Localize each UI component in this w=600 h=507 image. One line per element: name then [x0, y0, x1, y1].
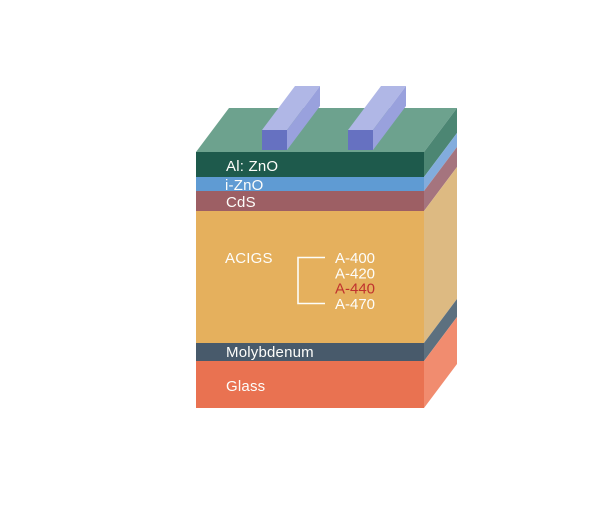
i-zno-label: i-ZnO: [225, 177, 264, 194]
acigs-front-face: [196, 211, 424, 343]
al-zno-top-face: [196, 108, 457, 152]
acigs-label: ACIGS: [225, 250, 273, 267]
contact-bar-top-face: [262, 86, 320, 130]
molybdenum-label: Molybdenum: [226, 344, 314, 361]
contact-bar-front-face: [262, 130, 287, 150]
al-zno-front-face: [196, 152, 424, 177]
al-zno-label: Al: ZnO: [226, 158, 278, 175]
glass-side-face: [424, 317, 457, 408]
sample-label-a420: A-420: [335, 265, 375, 282]
i-zno-front-face: [196, 177, 424, 191]
cds-side-face: [424, 147, 457, 211]
cds-front-face: [196, 191, 424, 211]
front-contact-bar-2: [348, 86, 406, 150]
i-zno-side-face: [424, 133, 457, 191]
glass-front-face: [196, 361, 424, 408]
contact-bar-front-face: [348, 130, 373, 150]
sample-label-a400: A-400: [335, 250, 375, 267]
front-contact-bar-1: [262, 86, 320, 150]
sample-label-a470: A-470: [335, 296, 375, 313]
acigs-side-face: [424, 167, 457, 343]
glass-label: Glass: [226, 378, 265, 395]
sample-bracket: [297, 256, 325, 305]
molybdenum-front-face: [196, 343, 424, 361]
al-zno-side-face: [424, 108, 457, 177]
contact-bar-side-face: [373, 86, 406, 150]
cds-label: CdS: [226, 194, 256, 211]
molybdenum-side-face: [424, 299, 457, 361]
contact-bar-top-face: [348, 86, 406, 130]
contact-bar-side-face: [287, 86, 320, 150]
sample-label-a440-highlighted: A-440: [335, 281, 375, 298]
